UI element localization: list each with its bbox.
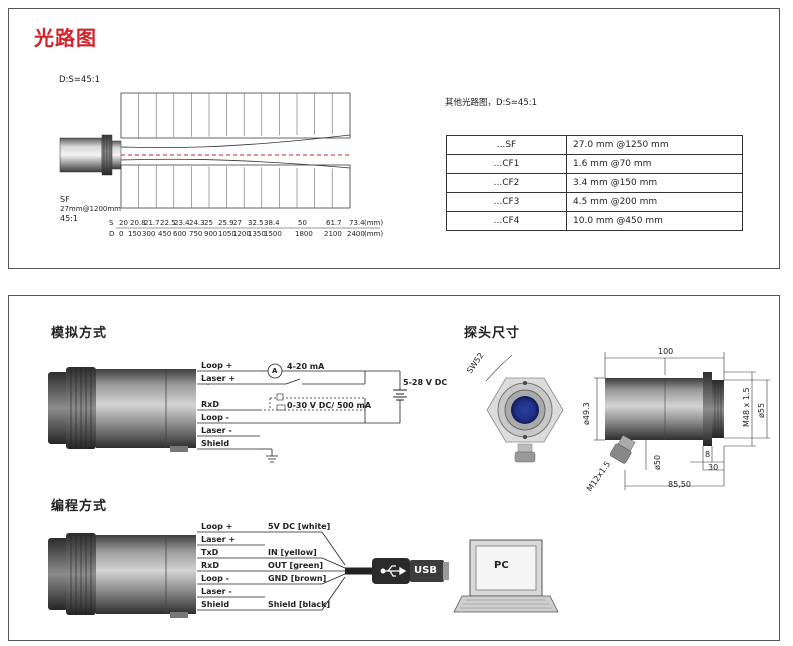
s-scale-label: 38.4 [264, 219, 280, 227]
current-label: 4-20 mA [287, 362, 325, 371]
d-scale-label: 2100 [324, 230, 342, 238]
s-unit: (mm) [364, 219, 384, 227]
d-scale-label: 150 [128, 230, 142, 238]
optical-path-title: 光路图 [34, 26, 97, 50]
analog-sensor-image [48, 367, 196, 452]
d-scale-label: 1800 [295, 230, 313, 238]
probe-side-view [605, 372, 724, 464]
pc-image [453, 539, 559, 613]
s-scale-label: 24.3 [189, 219, 205, 227]
s-scale-label: 23.4 [174, 219, 190, 227]
probe-dim-title: 探头尺寸 [464, 326, 521, 341]
ammeter-label: A [272, 367, 278, 375]
usb-icon [380, 565, 407, 577]
d-scale-label: 0 [119, 230, 124, 238]
voltage-output-label: 0-30 V DC/ 500 mA [287, 401, 372, 410]
programming-title: 编程方式 [51, 499, 108, 514]
s-scale-label: 21.7 [144, 219, 160, 227]
pc-label: PC [494, 560, 509, 571]
wire-label: Loop - [201, 574, 229, 583]
supply-label: 5-28 V DC [403, 378, 448, 387]
optical-path-diagram [59, 92, 380, 229]
s-scale-label: 73.4 [349, 219, 365, 227]
sensor-head-image [59, 134, 122, 176]
dim8550-label: 85,50 [668, 480, 691, 489]
probe-front-view [485, 354, 564, 463]
d-scale-label: 1200 [233, 230, 251, 238]
signal-label: IN [yellow] [268, 548, 317, 557]
s-scale-label: 20 [119, 219, 128, 227]
wire-label: TxD [201, 548, 219, 557]
d-scale-label: 2400 [347, 230, 365, 238]
s-scale-label: 20.8 [130, 219, 146, 227]
sf-label: SF [60, 195, 70, 204]
signal-label: GND [brown] [268, 574, 327, 583]
dim30-label: 30 [708, 463, 719, 472]
d-scale-label: 1350 [248, 230, 266, 238]
d50-label: ø50 [653, 454, 662, 470]
dim8-label: 8 [705, 450, 711, 459]
other-optics-label: 其他光路图，D:S=45:1 [445, 98, 538, 108]
signal-label: 5V DC [white] [268, 522, 331, 531]
len100-label: 100 [658, 347, 674, 356]
ds-ratio-label: D:S=45:1 [59, 75, 101, 85]
wire-label: RxD [201, 561, 219, 570]
d49-label: ø49.3 [582, 402, 591, 425]
wire-label: Loop + [201, 361, 233, 370]
wire-label: Laser - [201, 426, 232, 435]
sf-spec: 27mm@1200mm [60, 205, 121, 213]
wire-label: Shield [201, 600, 230, 609]
s-scale-label: 32.5 [248, 219, 264, 227]
s-scale-label: 27 [233, 219, 242, 227]
d-unit: (mm) [364, 230, 384, 238]
d-scale-label: 750 [189, 230, 203, 238]
analog-title: 模拟方式 [51, 326, 108, 341]
s-scale-label: 61.7 [326, 219, 342, 227]
d-scale-label: 450 [158, 230, 172, 238]
wire-label: Shield [201, 439, 230, 448]
programming-sensor-image [48, 533, 196, 618]
d-scale-label: 1500 [264, 230, 282, 238]
s-scale-label: 25 [204, 219, 213, 227]
d-scale-label: 600 [173, 230, 187, 238]
wire-label: Laser + [201, 535, 236, 544]
signal-label: Shield [black] [268, 600, 331, 609]
sf-ratio: 45:1 [60, 214, 78, 223]
spec-cell: 10.0 mm @450 mm [566, 211, 743, 231]
wire-label: Laser + [201, 374, 236, 383]
d-scale-label: 900 [204, 230, 218, 238]
wire-label: Loop - [201, 413, 229, 422]
d-prefix: D [109, 230, 115, 238]
s-scale-label: 22.5 [160, 219, 176, 227]
d55-label: ø55 [757, 402, 766, 418]
s-prefix: S [109, 219, 114, 227]
d-scale-label: 1050 [218, 230, 236, 238]
s-scale-label: 25.9 [218, 219, 234, 227]
signal-label: OUT [green] [268, 561, 324, 570]
usb-label: USB [414, 565, 437, 576]
m48-label: M48 x 1.5 [742, 387, 751, 427]
ammeter-icon [267, 363, 283, 379]
wire-label: Loop + [201, 522, 233, 531]
wire-label: Laser - [201, 587, 232, 596]
wire-label: RxD [201, 400, 219, 409]
s-scale-label: 50 [298, 219, 307, 227]
d-scale-label: 300 [142, 230, 156, 238]
